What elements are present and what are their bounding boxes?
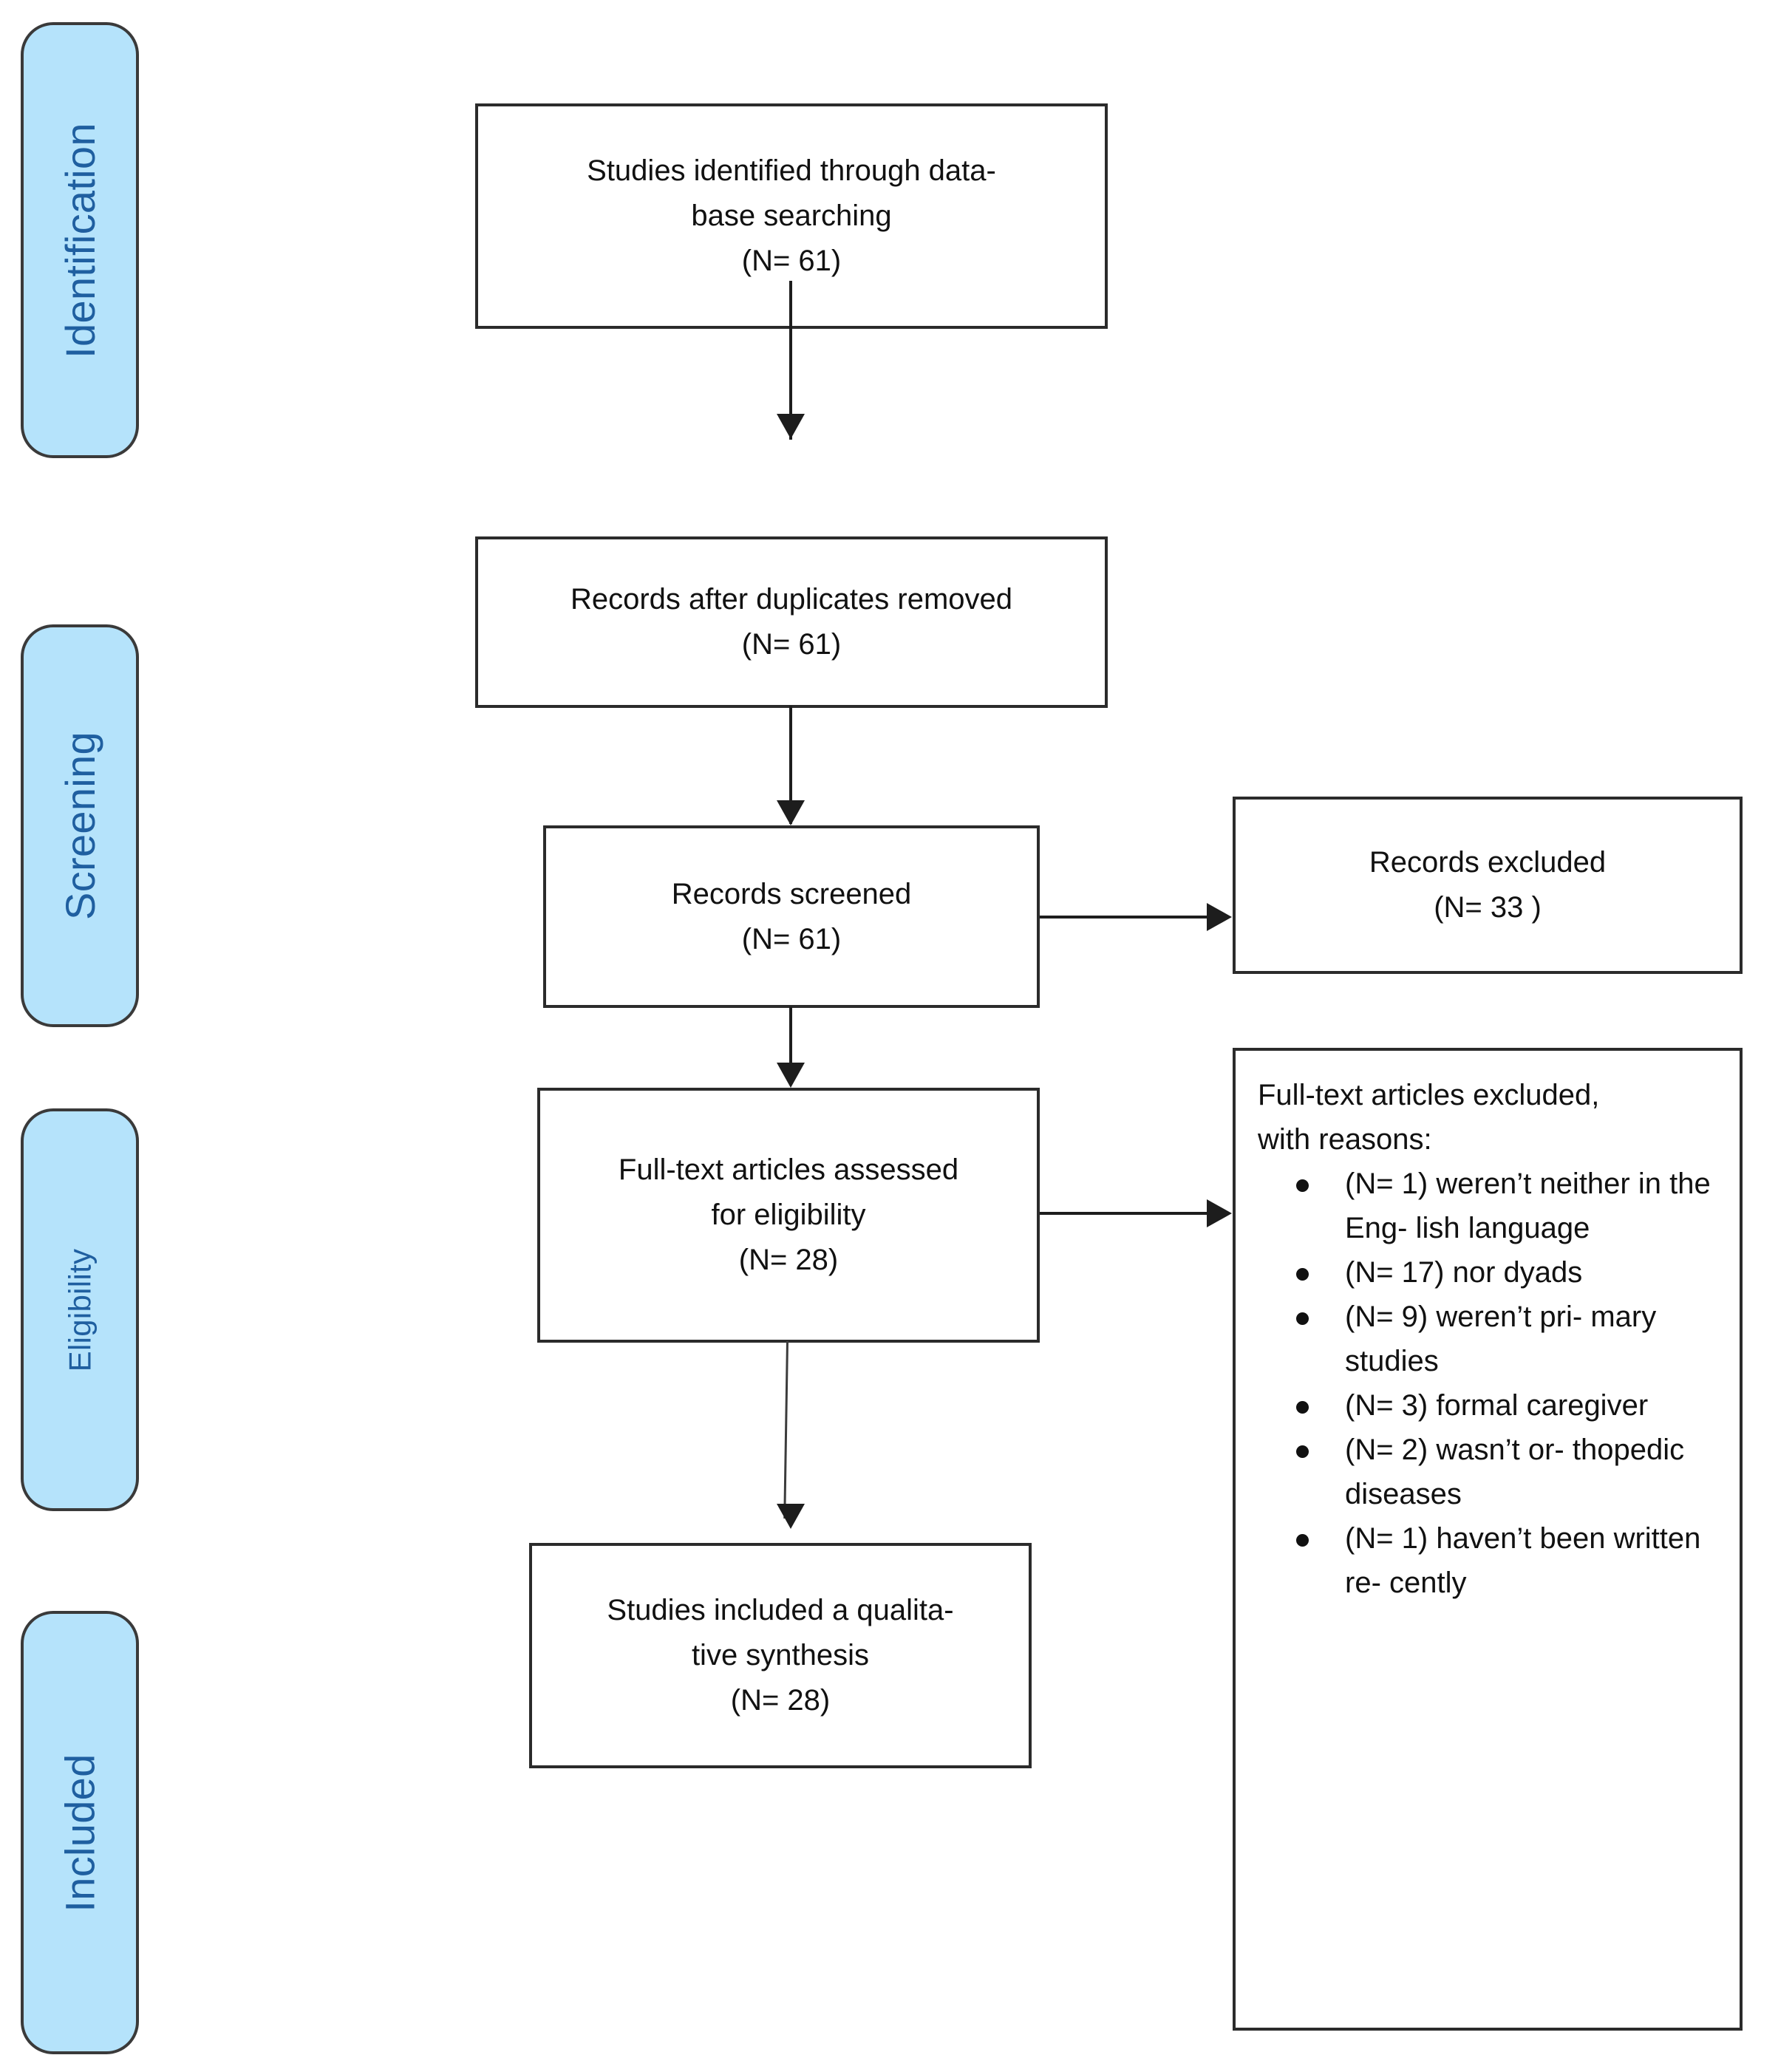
bullet-icon <box>1296 1312 1309 1325</box>
box-records-after-duplicates-line1: Records after duplicates removed <box>570 583 1013 616</box>
reason-line: caregiver <box>1526 1389 1649 1422</box>
stage-tab-included: Included <box>21 1611 139 2054</box>
box-studies-included-line2: tive synthesis <box>691 1639 870 1672</box>
reason-line: been written re- <box>1345 1522 1701 1599</box>
reason-line: (N= 1) haven’t <box>1345 1522 1532 1555</box>
box-fulltext-assessed-line2: for eligibility <box>711 1199 866 1232</box>
connector-identified-to-duplicates <box>789 281 792 440</box>
list-item: (N= 1) haven’t been written re- cently <box>1258 1516 1720 1605</box>
stage-tab-eligibility: Eligibility <box>21 1108 139 1511</box>
box-records-excluded-line1: Records excluded <box>1369 846 1607 879</box>
box-records-after-duplicates: Records after duplicates removed (N= 61) <box>475 536 1108 708</box>
box-records-excluded-count: (N= 33 ) <box>1434 891 1542 924</box>
stage-tab-eligibility-label: Eligibility <box>62 1248 97 1371</box>
list-item: (N= 2) wasn’t or- thopedic diseases <box>1258 1428 1720 1516</box>
stage-tab-identification: Identification <box>21 22 139 458</box>
connector-fulltext-to-included <box>783 1340 788 1519</box>
reason-line: (N= 3) formal <box>1345 1389 1519 1422</box>
bullet-icon <box>1296 1534 1309 1547</box>
reason-line: lish language <box>1415 1212 1590 1244</box>
box-records-after-duplicates-count: (N= 61) <box>741 628 842 661</box>
exclusion-reasons-list: (N= 1) weren’t neither in the Eng- lish … <box>1258 1162 1720 1605</box>
connector-fulltext-to-excluded-reasons <box>1040 1212 1210 1215</box>
box-fulltext-excluded-heading-line1: Full-text articles excluded, <box>1258 1079 1600 1111</box>
list-item: (N= 17) nor dyads <box>1258 1250 1720 1295</box>
box-records-screened-count: (N= 61) <box>741 922 842 955</box>
box-records-excluded: Records excluded (N= 33 ) <box>1233 797 1743 974</box>
box-fulltext-assessed-line1: Full-text articles assessed <box>618 1153 959 1187</box>
box-fulltext-assessed-count: (N= 28) <box>738 1243 839 1276</box>
list-item: (N= 1) weren’t neither in the Eng- lish … <box>1258 1162 1720 1250</box>
box-records-screened-line1: Records screened <box>671 877 912 910</box>
connector-screened-to-fulltext <box>789 1006 792 1084</box>
box-studies-identified-line1: Studies identified through data- <box>587 154 996 188</box>
arrow-fulltext-to-included <box>777 1504 805 1529</box>
reason-line: cently <box>1389 1567 1467 1599</box>
connector-screened-to-excluded <box>1040 916 1210 919</box>
reason-line: (N= 17) nor dyads <box>1345 1256 1583 1289</box>
reason-line: (N= 2) wasn’t or- <box>1345 1434 1564 1466</box>
arrow-identified-to-duplicates <box>777 414 805 439</box>
list-item: (N= 9) weren’t pri- mary studies <box>1258 1295 1720 1383</box>
box-records-screened: Records screened (N= 61) <box>543 825 1040 1008</box>
box-fulltext-excluded-heading-line2: with reasons: <box>1258 1123 1432 1156</box>
bullet-icon <box>1296 1401 1309 1414</box>
bullet-icon <box>1296 1268 1309 1281</box>
box-studies-included: Studies included a qualita- tive synthes… <box>529 1543 1032 1768</box>
reason-line: thopedic diseases <box>1345 1434 1685 1510</box>
stage-tab-screening-label: Screening <box>56 732 103 920</box>
stage-tab-screening: Screening <box>21 624 139 1027</box>
box-studies-included-count: (N= 28) <box>730 1683 831 1717</box>
list-item: (N= 3) formal caregiver <box>1258 1383 1720 1428</box>
stage-tab-included-label: Included <box>56 1753 103 1912</box>
connector-duplicates-to-screened <box>789 706 792 824</box>
box-studies-identified-count: (N= 61) <box>741 244 842 277</box>
bullet-icon <box>1296 1179 1309 1192</box>
reason-line: mary studies <box>1345 1301 1657 1377</box>
arrow-screened-to-excluded <box>1207 903 1232 931</box>
box-studies-included-line1: Studies included a qualita- <box>607 1594 954 1627</box>
reason-line: neither in the Eng- <box>1345 1168 1711 1244</box>
arrow-screened-to-fulltext <box>777 1063 805 1088</box>
box-fulltext-assessed: Full-text articles assessed for eligibil… <box>537 1088 1040 1343</box>
box-fulltext-excluded-reasons: Full-text articles excluded, with reason… <box>1233 1048 1743 2031</box>
bullet-icon <box>1296 1445 1309 1458</box>
arrow-fulltext-to-excluded-reasons <box>1207 1199 1232 1227</box>
stage-tab-identification-label: Identification <box>56 122 103 358</box>
box-studies-identified-line2: base searching <box>691 200 892 233</box>
arrow-duplicates-to-screened <box>777 800 805 825</box>
reason-line: (N= 9) weren’t pri- <box>1345 1301 1583 1333</box>
reason-line: (N= 1) weren’t <box>1345 1168 1532 1200</box>
